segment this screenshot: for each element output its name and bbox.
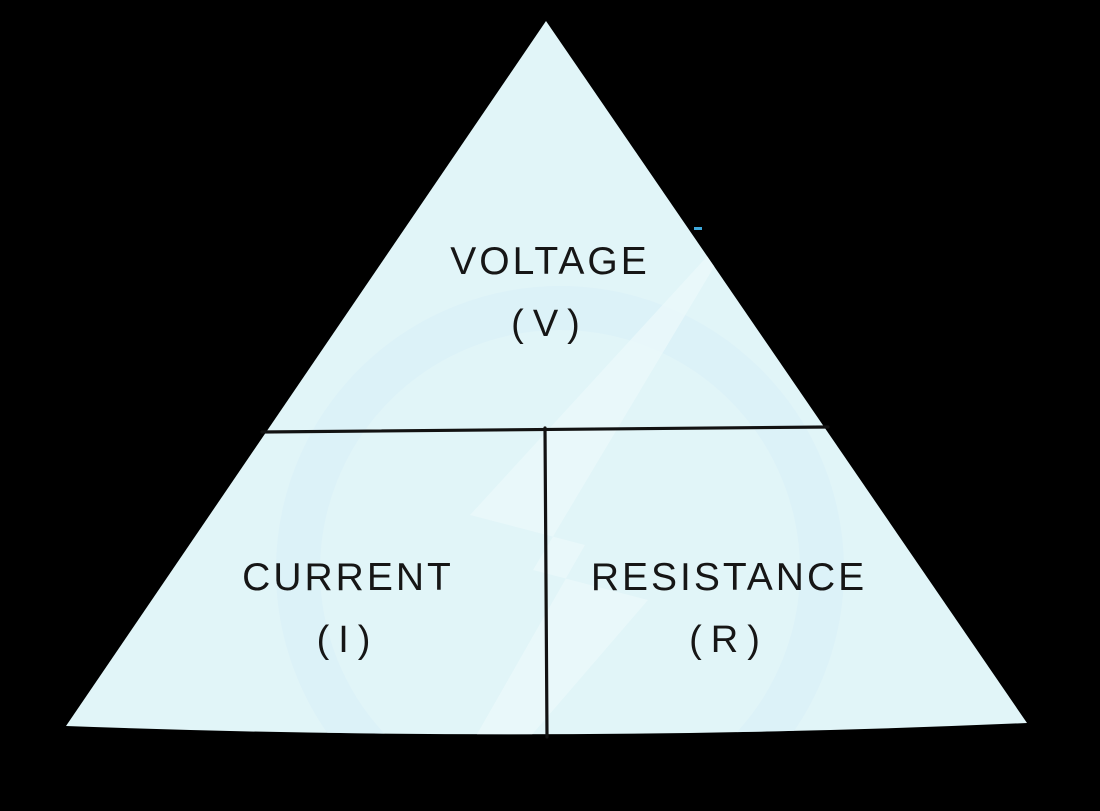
watermark-logo [276, 215, 844, 735]
cyan-dash-artifact [694, 227, 702, 230]
watermark-ring-icon [276, 286, 844, 735]
vertical-divider-line [543, 426, 549, 739]
watermark-lightning-bolt-icon [368, 215, 745, 735]
